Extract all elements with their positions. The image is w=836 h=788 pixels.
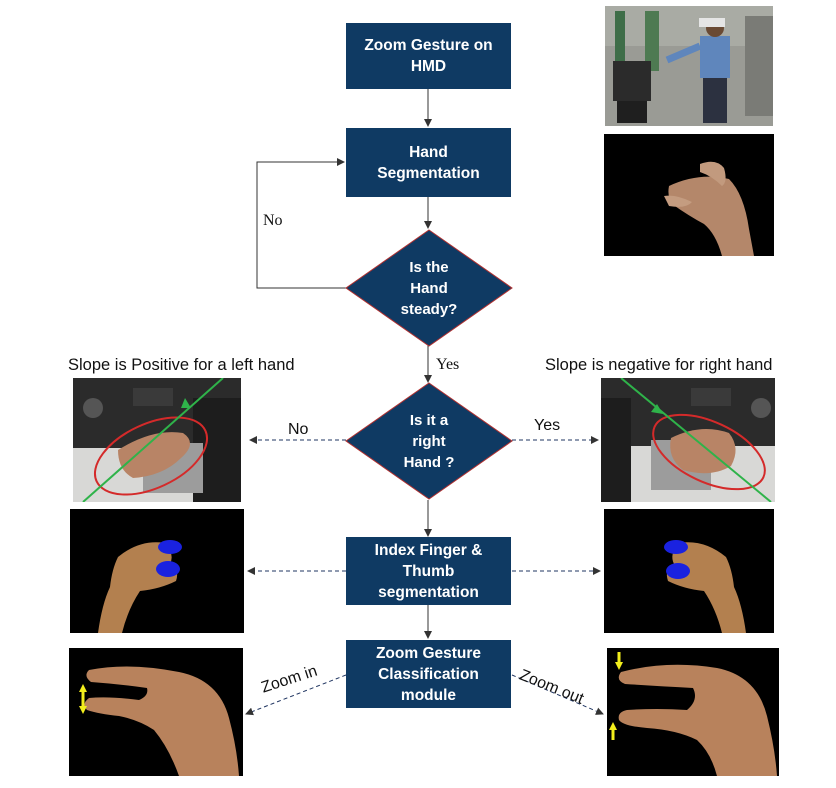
photo-left-hand-slope xyxy=(73,378,241,502)
node-finger-segmentation: Index Finger & Thumb segmentation xyxy=(346,537,511,605)
photo-right-hand-slope xyxy=(601,378,775,502)
caption-right-hand-slope: Slope is negative for right hand xyxy=(545,356,773,374)
photo-user-with-hmd xyxy=(605,6,773,126)
edge-label-right-yes: Yes xyxy=(534,417,561,434)
edge-label-steady-yes: Yes xyxy=(436,356,460,373)
photo-right-fingertip-segmentation xyxy=(604,509,774,633)
edge-label-right-no: No xyxy=(288,421,309,438)
photo-zoom-in-gesture xyxy=(69,648,243,776)
node-zoom-gesture-hmd: Zoom Gesture on HMD xyxy=(346,23,511,89)
photo-left-fingertip-segmentation xyxy=(70,509,244,633)
edge-label-loop-no: No xyxy=(263,212,283,229)
node-hand-segmentation: Hand Segmentation xyxy=(346,128,511,197)
node-right-hand: Is it a right Hand ? xyxy=(403,411,455,471)
caption-left-hand-slope: Slope is Positive for a left hand xyxy=(68,356,295,374)
node-hand-steady: Is the Hand steady? xyxy=(400,258,458,318)
photo-zoom-out-gesture xyxy=(607,648,779,776)
photo-segmented-hand xyxy=(604,134,774,256)
node-classification: Zoom Gesture Classification module xyxy=(346,640,511,708)
